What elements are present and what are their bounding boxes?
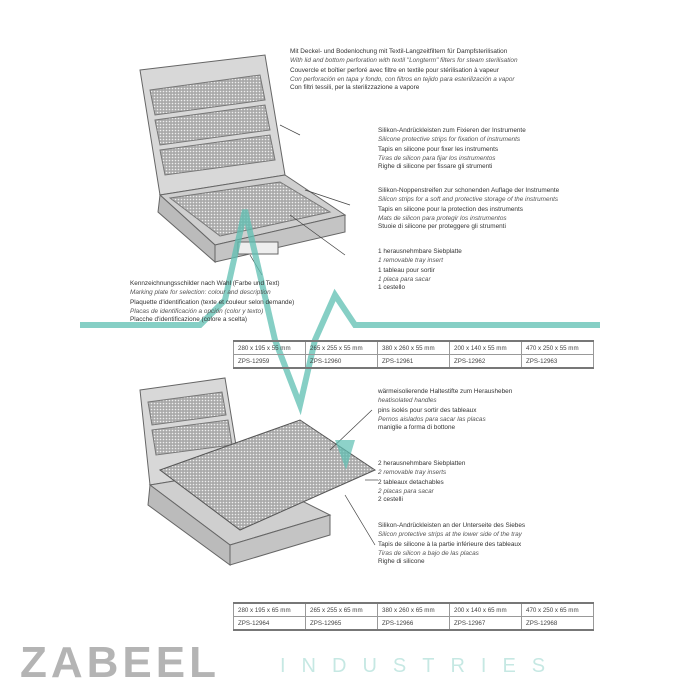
text-es: Tiras de silicon a bajo de las placas: [378, 549, 479, 557]
size-cell: 200 x 140 x 65 mm: [449, 602, 522, 617]
text-it: 1 cestello: [378, 284, 405, 292]
code-cell: ZPS-12968: [521, 616, 594, 631]
text-fr: 1 tableau pour sortir: [378, 267, 435, 275]
strips-lower-text: Silikon-Andrückleisten an der Unterseite…: [378, 522, 525, 567]
text-fr: pins isolés pour sortir des tableaux: [378, 407, 477, 415]
size-cell: 280 x 195 x 55 mm: [233, 340, 306, 355]
size-cell: 265 x 255 x 55 mm: [305, 340, 378, 355]
text-es: Mats de silicon para protegir los instru…: [378, 214, 507, 222]
code-cell: ZPS-12961: [377, 354, 450, 369]
tray-insert-text: 1 herausnehmbare Siebplatte 1 removable …: [378, 248, 462, 293]
text-it: maniglie a forma di bottone: [378, 424, 456, 432]
text-es: Pernos aislados para sacar las placas: [378, 415, 486, 423]
codes-row: ZPS-12959 ZPS-12960 ZPS-12961 ZPS-12962 …: [233, 354, 594, 369]
text-es: Placas de identificación a opción (color…: [130, 307, 264, 315]
codes-row: ZPS-12964 ZPS-12965 ZPS-12966 ZPS-12967 …: [233, 616, 594, 631]
code-cell: ZPS-12962: [449, 354, 522, 369]
text-de: wärmeisolierende Haltestifte zum Heraush…: [378, 388, 513, 395]
size-cell: 265 x 255 x 65 mm: [305, 602, 378, 617]
code-cell: ZPS-12963: [521, 354, 594, 369]
strips-storage-text: Silikon-Noppenstreifen zur schonenden Au…: [378, 187, 559, 232]
text-it: 2 cestelli: [378, 496, 403, 504]
code-cell: ZPS-12964: [233, 616, 306, 631]
size-cell: 380 x 260 x 65 mm: [377, 602, 450, 617]
text-es: 1 placa para sacar: [378, 275, 431, 283]
text-fr: 2 tableaux detachables: [378, 479, 444, 487]
size-cell: 280 x 195 x 65 mm: [233, 602, 306, 617]
text-en: Silicon protective strips at the lower s…: [378, 530, 522, 538]
text-it: Stuoie di silicone per proteggere gli st…: [378, 223, 506, 231]
text-de: Silikon-Andrückleisten zum Fixieren der …: [378, 127, 526, 134]
text-en: Marking plate for selection: colour and …: [130, 288, 271, 296]
size-cell: 200 x 140 x 55 mm: [449, 340, 522, 355]
text-es: 2 placas para sacar: [378, 487, 434, 495]
text-it: Con filtri tessili, per la sterilizzazio…: [290, 84, 420, 92]
text-en: With lid and bottom perforation with tex…: [290, 56, 518, 64]
text-fr: Tapis en silicone pour la protection des…: [378, 206, 523, 214]
spec-table-top: 280 x 195 x 55 mm 265 x 255 x 55 mm 380 …: [233, 340, 594, 369]
text-it: Placche d'identificazione (colore a scel…: [130, 316, 248, 324]
text-de: Kennzeichnungsschilder nach Wahl (Farbe …: [130, 280, 280, 287]
strips-fixation-text: Silikon-Andrückleisten zum Fixieren der …: [378, 127, 526, 172]
text-en: 2 removable tray inserts: [378, 468, 447, 476]
spec-table-bottom: 280 x 195 x 65 mm 265 x 255 x 65 mm 380 …: [233, 602, 594, 631]
tray-inserts-text: 2 herausnehmbare Siebplatten 2 removable…: [378, 460, 465, 505]
text-de: Mit Deckel- und Bodenlochung mit Textil-…: [290, 48, 508, 55]
text-de: 2 herausnehmbare Siebplatten: [378, 460, 466, 467]
text-es: Tiras de silicon para fijar los instrume…: [378, 154, 496, 162]
sizes-row: 280 x 195 x 55 mm 265 x 255 x 55 mm 380 …: [233, 340, 594, 355]
text-de: Silikon-Noppenstreifen zur schonenden Au…: [378, 187, 560, 194]
text-en: Silicon strips for a soft and protective…: [378, 195, 559, 203]
watermark-sub: INDUSTRIES: [280, 655, 562, 677]
text-fr: Couvercle et boîtier perforé avec filtre…: [290, 67, 499, 75]
text-fr: Tapis de silicone à la partie inférieure…: [378, 541, 522, 549]
size-cell: 470 x 250 x 65 mm: [521, 602, 594, 617]
code-cell: ZPS-12966: [377, 616, 450, 631]
sizes-row: 280 x 195 x 65 mm 265 x 255 x 65 mm 380 …: [233, 602, 594, 617]
code-cell: ZPS-12967: [449, 616, 522, 631]
text-de: Silikon-Andrückleisten an der Unterseite…: [378, 522, 526, 529]
marking-plate-text: Kennzeichnungsschilder nach Wahl (Farbe …: [130, 280, 294, 325]
intro-text: Mit Deckel- und Bodenlochung mit Textil-…: [290, 48, 518, 93]
text-en: heatisolated handles: [378, 396, 437, 404]
text-it: Righe di silicone per fissare gli strume…: [378, 163, 493, 171]
code-cell: ZPS-12965: [305, 616, 378, 631]
bottom-container-image: [139, 377, 377, 566]
text-fr: Plaquette d'identification (texte et cou…: [130, 299, 295, 307]
text-de: 1 herausnehmbare Siebplatte: [378, 248, 462, 255]
text-it: Righe di silicone: [378, 558, 425, 566]
top-container-image: [139, 54, 347, 264]
size-cell: 470 x 250 x 55 mm: [521, 340, 594, 355]
size-cell: 380 x 260 x 55 mm: [377, 340, 450, 355]
watermark-brand: ZABEEL: [20, 638, 220, 687]
handles-text: wärmeisolierende Haltestifte zum Heraush…: [378, 388, 512, 433]
text-en: 1 removable tray insert: [378, 256, 443, 264]
text-fr: Tapis en silicone pour fixer les instrum…: [378, 146, 499, 154]
watermark-v-mark: [335, 440, 355, 470]
text-en: Silicone protective strips for fixation …: [378, 135, 521, 143]
code-cell: ZPS-12960: [305, 354, 378, 369]
code-cell: ZPS-12959: [233, 354, 306, 369]
text-es: Con perforación en tapa y fondo, con fil…: [290, 75, 515, 83]
watermark-pulse-line: [80, 209, 600, 416]
